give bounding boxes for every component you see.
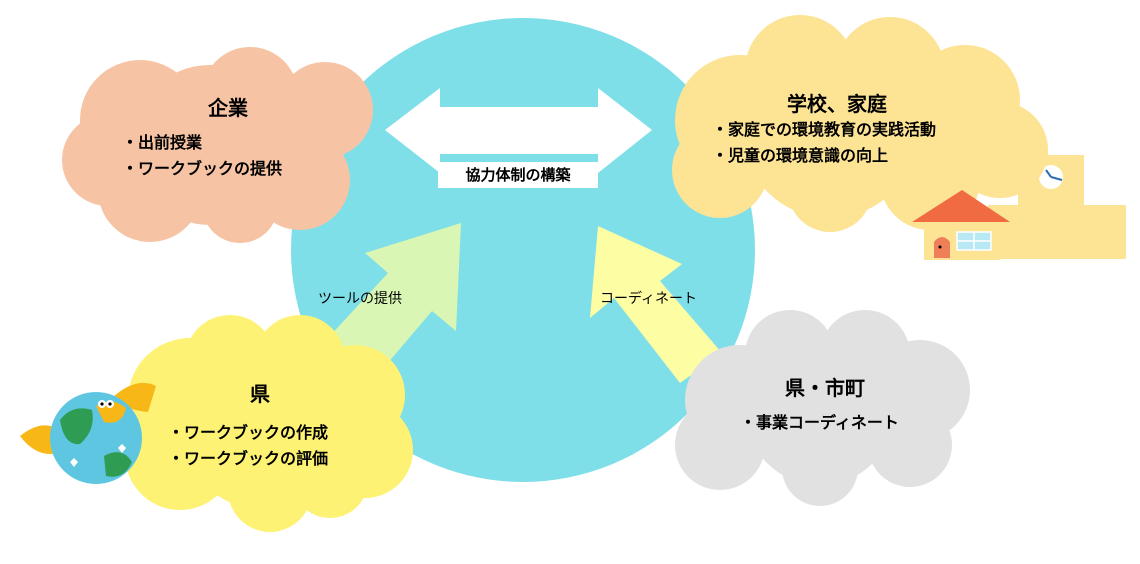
company-item-1: ・出前授業	[122, 133, 203, 152]
company-title: 企業	[208, 96, 248, 120]
globe-mascot-icon	[20, 382, 156, 484]
prefecture-cloud	[125, 315, 413, 532]
house-icon	[912, 190, 1010, 260]
prefecture-items: ・ワークブックの作成 ・ワークブックの評価	[168, 420, 328, 472]
coordinate-arrow-icon	[590, 226, 722, 383]
school-home-item-2: ・児童の環境意識の向上	[712, 146, 889, 165]
coordinate-arrow-label: コーディネート	[600, 291, 698, 307]
school-home-item-1: ・家庭での環境教育の実践活動	[712, 120, 937, 139]
prefecture-title: 県	[250, 382, 270, 406]
center-label: 協力体制の構築	[438, 162, 598, 188]
company-item-2: ・ワークブックの提供	[122, 159, 283, 178]
pref-city-items: ・事業コーディネート	[740, 410, 899, 436]
pref-city-title: 県・市町	[785, 376, 865, 400]
school-home-items: ・家庭での環境教育の実践活動 ・児童の環境意識の向上	[712, 117, 936, 169]
pref-city-cloud	[675, 310, 970, 506]
pref-city-item-1: ・事業コーディネート	[740, 413, 899, 432]
double-arrow-icon	[385, 88, 652, 173]
company-items: ・出前授業 ・ワークブックの提供	[122, 130, 282, 182]
prefecture-item-1: ・ワークブックの作成	[168, 423, 329, 442]
prefecture-item-2: ・ワークブックの評価	[168, 449, 329, 468]
tool-arrow-label: ツールの提供	[318, 291, 402, 307]
school-home-cloud	[672, 15, 1048, 232]
school-home-title: 学校、家庭	[787, 92, 887, 116]
company-cloud	[62, 47, 373, 243]
